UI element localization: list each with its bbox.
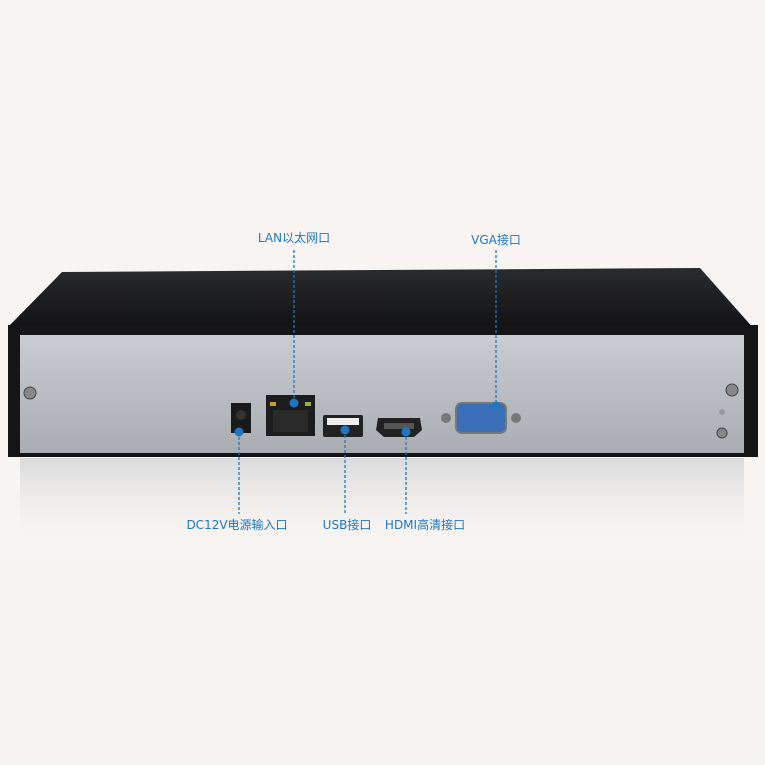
vga-port — [455, 402, 507, 434]
callout-dot — [340, 425, 350, 435]
rear-panel — [20, 335, 744, 453]
callout-dot — [401, 427, 411, 437]
hdmi-callout-label: HDMI高清接口 — [384, 518, 466, 532]
usb-callout-label: USB接口 — [322, 518, 372, 532]
chassis-top — [10, 268, 755, 330]
callout-dot — [491, 401, 501, 411]
vga-callout-label: VGA接口 — [471, 233, 521, 247]
screw-icon — [725, 383, 739, 397]
callout-dot — [289, 398, 299, 408]
lan-callout-label: LAN以太网口 — [257, 231, 331, 245]
callout-dot — [234, 427, 244, 437]
dc-callout-label: DC12V电源输入口 — [186, 518, 288, 532]
screw-icon — [23, 386, 37, 400]
screw-icon — [716, 427, 728, 439]
floor-reflection — [0, 560, 765, 765]
